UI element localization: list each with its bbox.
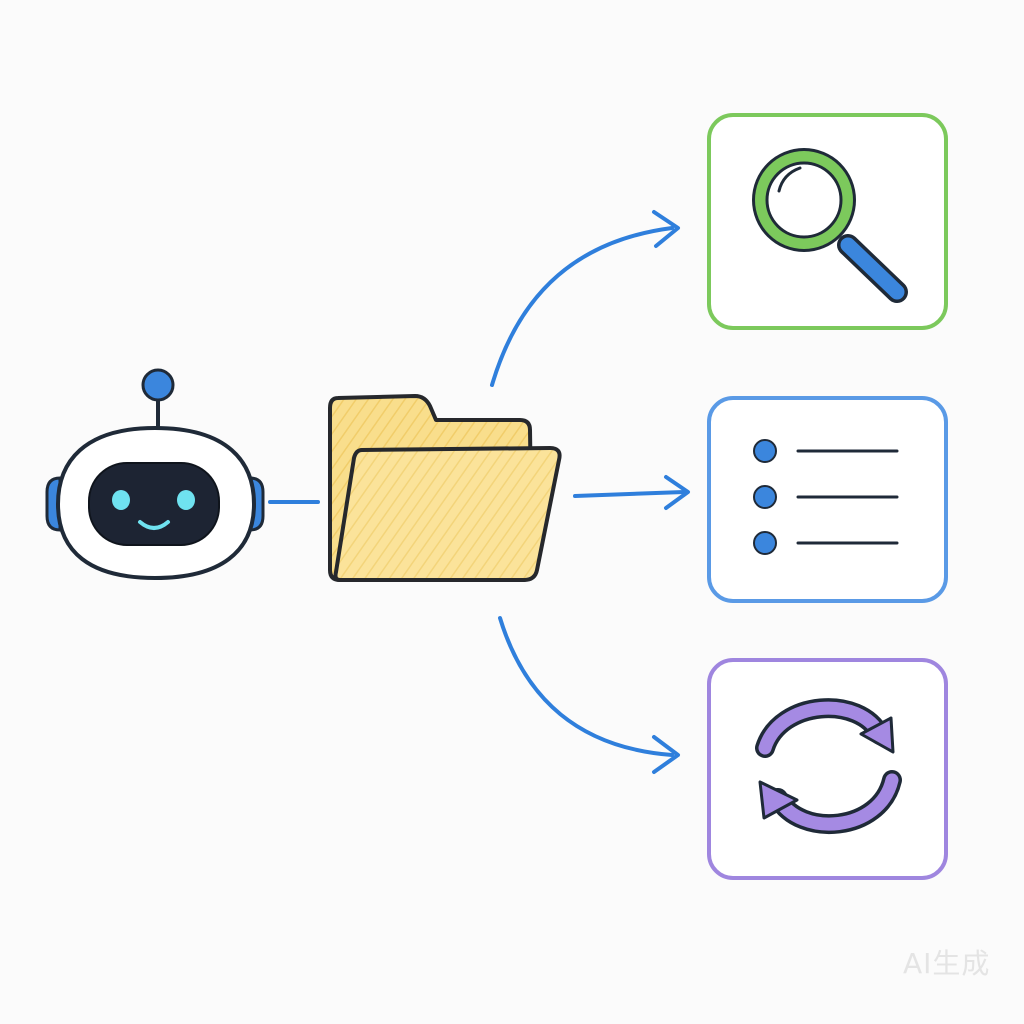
folder-front [333,446,562,582]
robot-left-ear [45,476,62,532]
robot-left-eye [112,490,130,510]
robot-right-eye [177,490,195,510]
robot-antenna-ball [141,368,175,402]
bulleted-list-icon [753,439,899,555]
magnifying-glass-icon [752,148,908,303]
target-card-refresh [707,658,948,880]
robot-icon [45,368,265,581]
folder-icon [328,394,562,582]
arrow-to-list [573,475,690,510]
watermark-text: AI生成 [903,947,991,980]
target-card-search [707,113,948,330]
target-card-list [707,396,948,603]
robot-visor [88,462,220,546]
arrow-to-refresh [498,616,680,774]
arrow-to-search [490,210,680,387]
robot-smile [138,520,170,530]
refresh-cycle-icon [755,698,902,835]
